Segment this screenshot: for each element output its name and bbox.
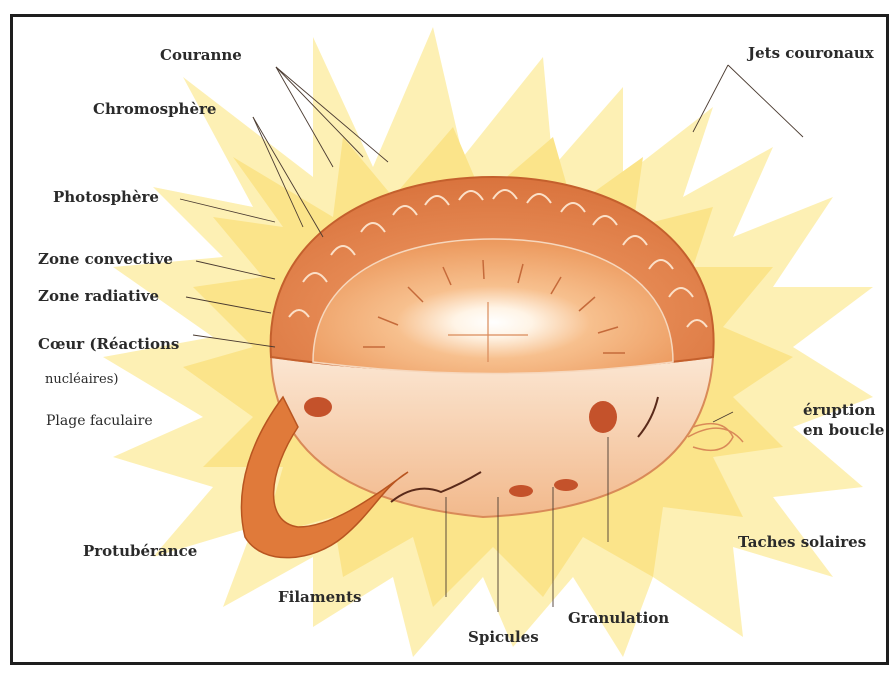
label-eruption-line2: en boucle xyxy=(803,422,884,439)
label-coeur-line2: nucléaires) xyxy=(45,373,118,387)
label-coeur-line1: Cœur (Réactions xyxy=(38,336,179,353)
label-filaments: Filaments xyxy=(278,589,361,606)
label-couronne: Couranne xyxy=(160,47,242,64)
label-protuberance: Protubérance xyxy=(83,543,197,560)
label-photosphere: Photosphère xyxy=(53,189,159,206)
label-zone-radiative: Zone radiative xyxy=(38,288,159,305)
label-jets-couronaux: Jets couronaux xyxy=(748,45,874,62)
diagram-frame: Couranne Jets couronaux Chromosphère Pho… xyxy=(10,14,889,665)
label-taches-solaires: Taches solaires xyxy=(738,534,866,551)
label-plage-faculaire: Plage faculaire xyxy=(46,414,153,429)
label-zone-convective: Zone convective xyxy=(38,251,173,268)
label-granulation: Granulation xyxy=(568,610,669,627)
label-chromosphere: Chromosphère xyxy=(93,101,216,118)
label-eruption-line1: éruption xyxy=(803,402,875,419)
label-spicules: Spicules xyxy=(468,629,539,646)
